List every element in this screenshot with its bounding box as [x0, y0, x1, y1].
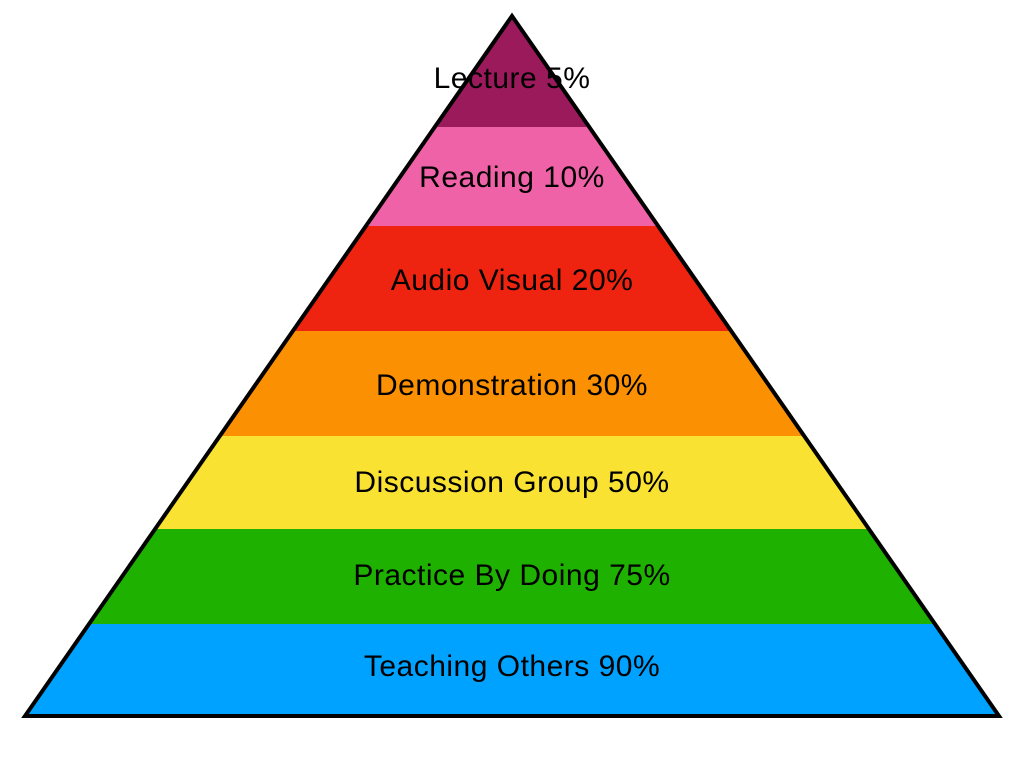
- pyramid-outline: [21, 12, 1003, 718]
- pyramid-layer-reading: [365, 127, 659, 226]
- pyramid-layer-discussion-group: [155, 436, 869, 529]
- pyramid-layer-demonstration: [219, 331, 805, 436]
- pyramid-layer-audio-visual: [292, 226, 732, 331]
- pyramid-layer-practice-by-doing: [89, 529, 935, 624]
- pyramid-layer-lecture: [434, 16, 590, 127]
- pyramid-layer-teaching-others: [25, 624, 999, 716]
